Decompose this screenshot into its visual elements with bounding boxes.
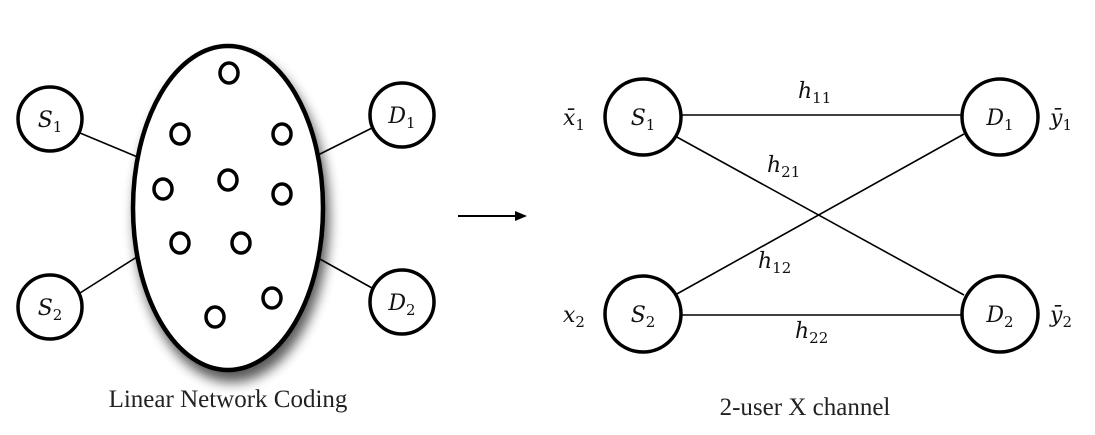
caption-x-channel: 2-user X channel <box>720 394 891 421</box>
label-h12: h12 <box>758 249 791 277</box>
edge-s2-network <box>79 254 141 294</box>
internal-node <box>152 177 174 201</box>
svg-text:D2: D2 <box>985 303 1013 331</box>
internal-node <box>169 122 191 146</box>
internal-node <box>218 61 240 85</box>
node-left-d2: D2 <box>368 268 436 336</box>
svg-text:D1: D1 <box>387 104 415 132</box>
internal-node <box>271 122 293 146</box>
internal-node <box>169 231 191 255</box>
internal-node <box>230 231 252 255</box>
edge-s1-network <box>79 132 141 159</box>
node-left-s2: S2 <box>16 273 84 341</box>
edge-h21 <box>674 135 965 296</box>
label-x1: x̄1 <box>563 106 585 134</box>
internal-node <box>204 305 226 329</box>
network-ellipse <box>130 43 326 373</box>
edge-network-d2 <box>317 257 373 289</box>
internal-node <box>261 286 283 310</box>
internal-node <box>217 168 239 192</box>
svg-text:S2: S2 <box>631 303 656 331</box>
node-right-d2: D2 <box>960 274 1040 354</box>
internal-node <box>271 182 293 206</box>
node-right-s1: S1 <box>603 77 683 157</box>
svg-text:S1: S1 <box>38 108 63 136</box>
node-right-d1: D1 <box>960 77 1040 157</box>
label-h21: h21 <box>767 153 800 181</box>
node-right-s2: S2 <box>603 274 683 354</box>
label-x2: x2 <box>563 303 585 331</box>
edge-network-d1 <box>317 127 373 156</box>
label-y1: ȳ1 <box>1049 106 1072 134</box>
caption-linear-network-coding: Linear Network Coding <box>109 386 348 413</box>
svg-text:S1: S1 <box>631 106 656 134</box>
node-left-s1: S1 <box>16 85 84 153</box>
svg-text:S2: S2 <box>38 296 63 324</box>
edge-h12 <box>674 133 965 296</box>
svg-text:D1: D1 <box>985 106 1013 134</box>
node-left-d1: D1 <box>368 81 436 149</box>
svg-text:D2: D2 <box>387 291 415 319</box>
label-h22: h22 <box>795 319 828 347</box>
network-coding-panel: S1 S2 D1 D2 Linear Network Coding <box>16 43 436 413</box>
internal-nodes <box>152 61 293 329</box>
label-h11: h11 <box>798 79 831 107</box>
label-y2: ȳ2 <box>1049 303 1072 331</box>
x-channel-panel: h11 h21 h12 h22 S1 S2 D1 D2 x̄1 x2 ȳ1 ȳ2… <box>563 77 1072 421</box>
